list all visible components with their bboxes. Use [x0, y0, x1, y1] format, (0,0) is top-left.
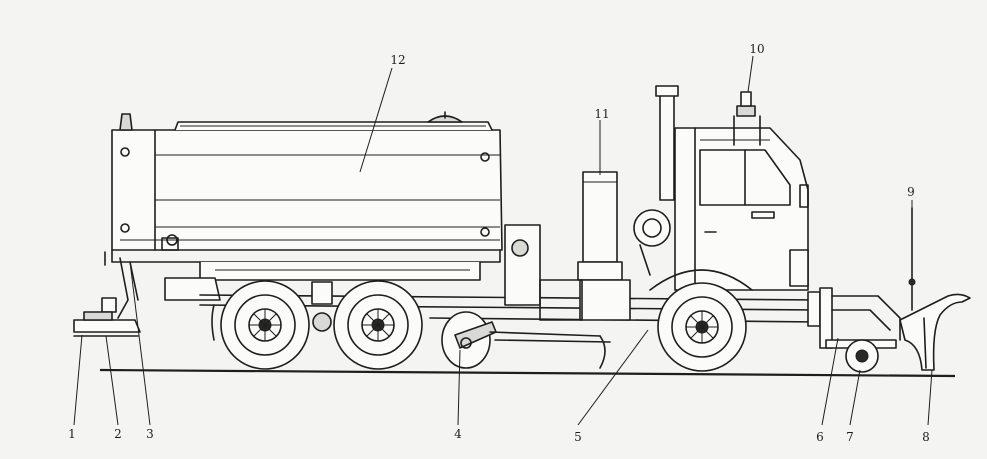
callout-8: 8 [922, 430, 930, 444]
plow-blade [899, 293, 971, 371]
truck-cab [674, 127, 809, 291]
callout-6: 6 [816, 430, 824, 444]
rear-wheel-1 [220, 280, 310, 370]
callout-labels: 1 2 3 4 5 6 7 8 9 10 11 12 [68, 42, 930, 444]
callout-7: 7 [846, 430, 854, 444]
callout-11: 11 [594, 107, 609, 121]
plow-marker-rod [908, 207, 916, 311]
ground-line [99, 368, 956, 378]
rear-spreader [73, 257, 141, 337]
leader-lines [73, 55, 933, 426]
blower-unit [633, 209, 671, 276]
equipment-block [504, 171, 631, 321]
callout-10: 10 [749, 42, 764, 56]
sub-frame [104, 249, 501, 301]
callout-2: 2 [114, 427, 122, 441]
axle-suspension [211, 281, 333, 341]
callout-3: 3 [146, 427, 154, 441]
mid-brush [441, 311, 611, 369]
callout-4: 4 [454, 427, 462, 441]
callout-1: 1 [68, 427, 76, 441]
front-wheel [649, 269, 753, 372]
callout-9: 9 [907, 185, 915, 199]
cab-beacon [733, 91, 761, 146]
plow-support-wheel [845, 339, 879, 373]
plow-mount [807, 287, 901, 349]
exhaust-stack [655, 85, 679, 201]
rear-wheel-2 [333, 280, 423, 370]
callout-5: 5 [574, 430, 582, 444]
tank-body [111, 111, 503, 251]
callout-12: 12 [390, 53, 405, 67]
